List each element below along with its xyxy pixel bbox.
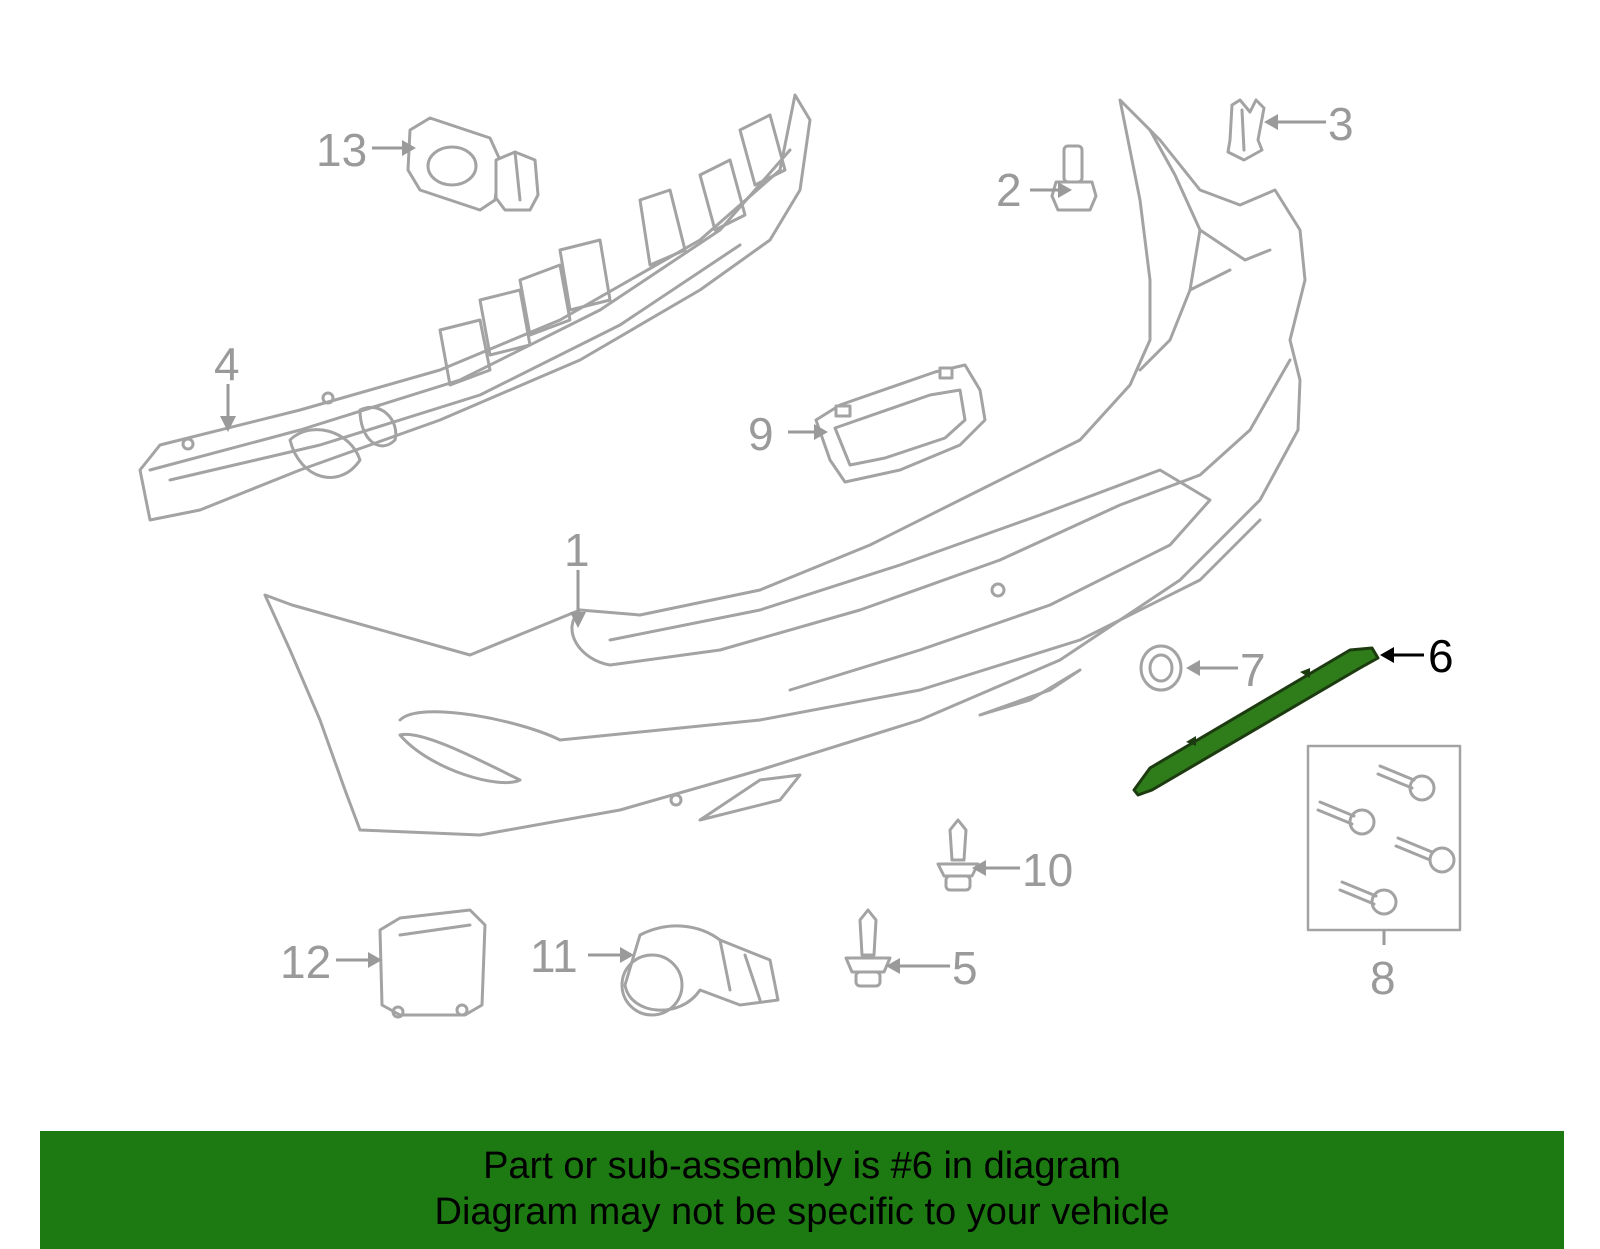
callout-10: 10 xyxy=(1022,844,1073,896)
callout-labels: 1 2 3 4 5 6 7 8 9 10 11 12 13 xyxy=(214,98,1454,1004)
callout-3: 3 xyxy=(1328,98,1354,150)
part-10-fastener[interactable] xyxy=(936,818,980,892)
part-9-bracket[interactable] xyxy=(814,363,987,484)
callout-7: 7 xyxy=(1240,644,1266,696)
part-3-clip[interactable] xyxy=(1226,98,1266,162)
callout-13: 13 xyxy=(316,124,367,176)
banner-line-1: Part or sub-assembly is #6 in diagram xyxy=(483,1145,1121,1187)
callout-leaders xyxy=(220,114,1424,974)
part-5-fastener[interactable] xyxy=(844,908,892,988)
callout-2: 2 xyxy=(996,164,1022,216)
part-12-module[interactable] xyxy=(378,908,487,1019)
info-banner: Part or sub-assembly is #6 in diagram Di… xyxy=(40,1131,1564,1249)
callout-1: 1 xyxy=(564,524,590,576)
part-1-bumper-cover[interactable] xyxy=(263,98,1307,837)
parts-diagram: 1 2 3 4 5 6 7 8 9 10 11 12 13 xyxy=(138,93,1462,1019)
callout-6: 6 xyxy=(1428,630,1454,682)
part-13-sensor-bracket[interactable] xyxy=(406,116,540,212)
part-2-bolt[interactable] xyxy=(1050,144,1098,212)
part-11-parking-sensor[interactable] xyxy=(620,924,780,1017)
callout-9: 9 xyxy=(748,408,774,460)
part-6-reflector-highlighted[interactable] xyxy=(1132,646,1380,797)
callout-12: 12 xyxy=(280,936,331,988)
part-7-grommet[interactable] xyxy=(1139,644,1183,692)
callout-11: 11 xyxy=(530,930,578,982)
part-4-energy-absorber[interactable] xyxy=(138,93,812,522)
banner-line-2: Diagram may not be specific to your vehi… xyxy=(434,1191,1170,1233)
callout-8: 8 xyxy=(1370,952,1396,1004)
part-8-bolt-kit[interactable] xyxy=(1306,744,1462,945)
callout-4: 4 xyxy=(214,338,240,390)
callout-5: 5 xyxy=(952,942,978,994)
